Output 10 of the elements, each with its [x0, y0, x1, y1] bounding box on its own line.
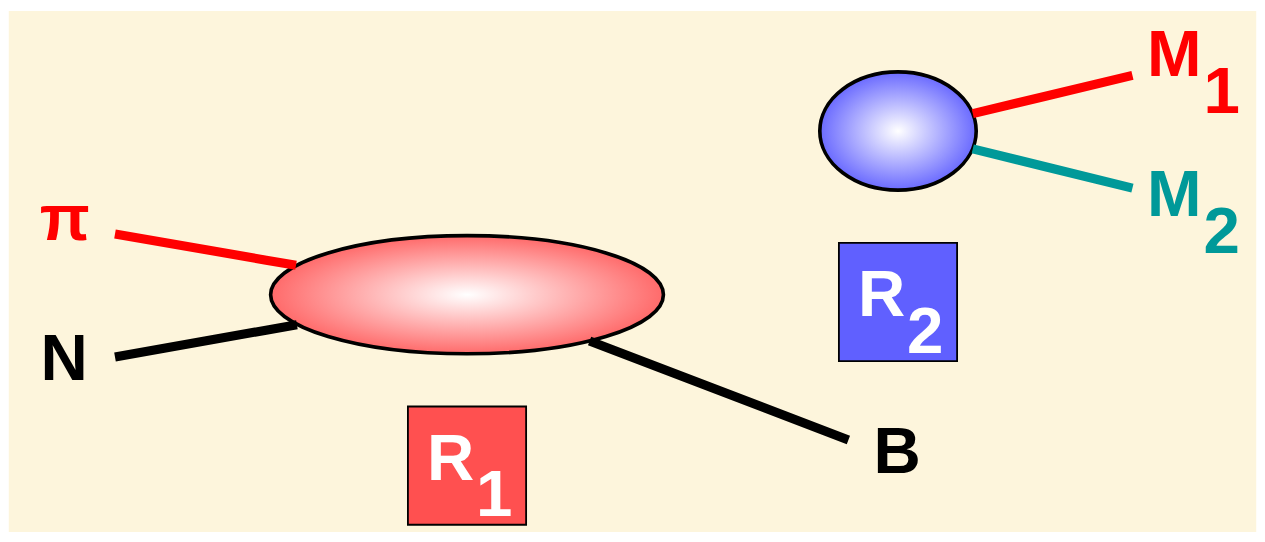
node-text: π: [39, 180, 90, 254]
node-ellipse: [268, 233, 666, 356]
connector: [114, 228, 297, 270]
connector: [114, 319, 298, 362]
connector: [587, 336, 851, 444]
node-ellipse: [818, 69, 979, 192]
connector: [971, 144, 1134, 192]
node-text: B: [873, 413, 921, 487]
connector: [971, 70, 1134, 118]
node-text: N: [40, 320, 88, 394]
